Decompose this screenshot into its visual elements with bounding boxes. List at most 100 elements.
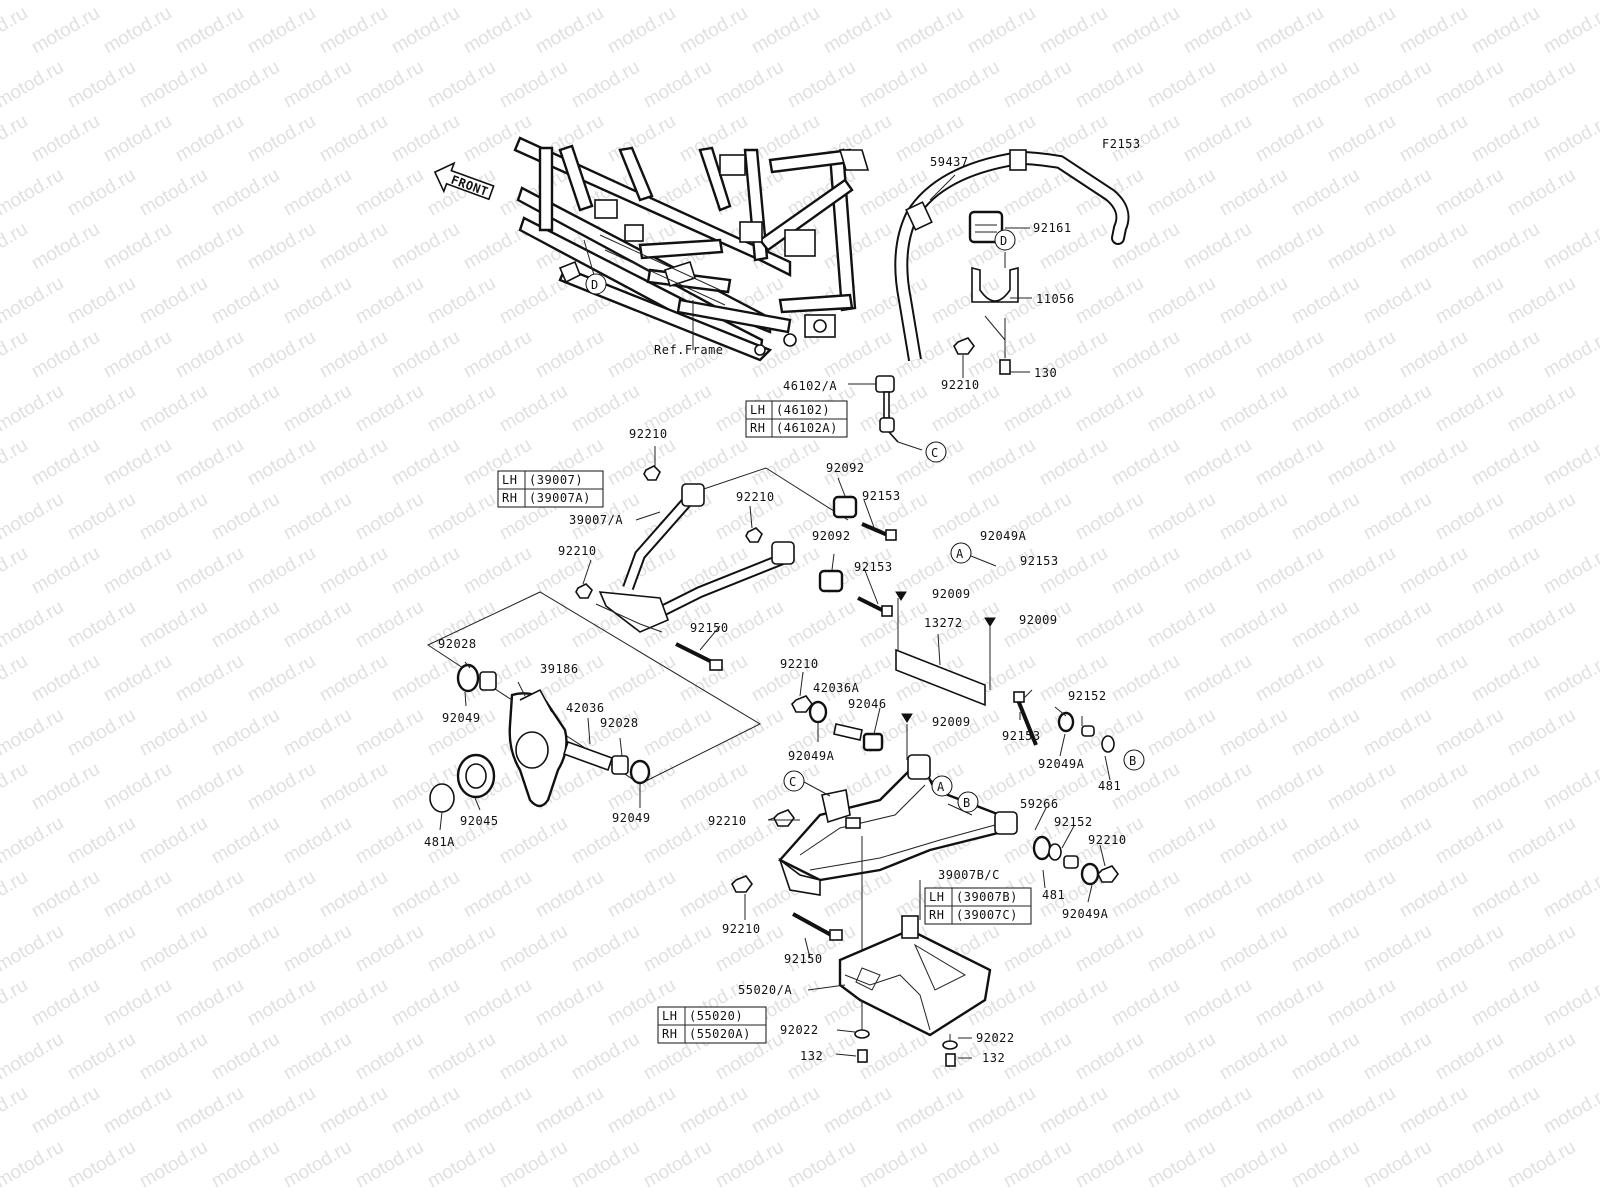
watermark-text: motod.ru — [136, 597, 211, 653]
watermark-text: motod.ru — [460, 3, 535, 59]
watermark-text: motod.ru — [1324, 975, 1399, 1031]
watermark-text: motod.ru — [1108, 867, 1183, 923]
watermark-text: motod.ru — [640, 0, 715, 4]
watermark-text: motod.ru — [496, 1137, 571, 1193]
watermark-text: motod.ru — [388, 111, 463, 167]
figure-code: F2153 — [1102, 137, 1141, 151]
svg-text:(39007): (39007) — [529, 473, 583, 487]
watermark-text: motod.ru — [136, 0, 211, 4]
watermark-text: motod.ru — [64, 597, 139, 653]
watermark-text: motod.ru — [1180, 867, 1255, 923]
watermark-text: motod.ru — [136, 165, 211, 221]
watermark-text: motod.ru — [28, 1083, 103, 1139]
watermark-text: motod.ru — [1396, 651, 1471, 707]
watermark-text: motod.ru — [1072, 273, 1147, 329]
watermark-text: motod.ru — [1252, 543, 1327, 599]
watermark-text: motod.ru — [460, 327, 535, 383]
watermark-text: motod.ru — [676, 759, 751, 815]
svg-text:LH: LH — [662, 1009, 677, 1023]
watermark-text: motod.ru — [1252, 327, 1327, 383]
watermark-text: motod.ru — [1432, 705, 1507, 761]
watermark-text: motod.ru — [64, 381, 139, 437]
watermark-text: motod.ru — [1432, 381, 1507, 437]
watermark-text: motod.ru — [1072, 489, 1147, 545]
watermark-text: motod.ru — [0, 57, 67, 113]
watermark-text: motod.ru — [1324, 435, 1399, 491]
watermark-text: motod.ru — [496, 1029, 571, 1085]
watermark-text: motod.ru — [64, 1029, 139, 1085]
watermark-text: motod.ru — [892, 435, 967, 491]
watermark-text: motod.ru — [0, 651, 31, 707]
watermark-text: motod.ru — [1360, 381, 1435, 437]
watermark-text: motod.ru — [1432, 489, 1507, 545]
watermark-text: motod.ru — [64, 0, 139, 4]
part-92153-b: 92153 — [854, 560, 893, 574]
watermark-text: motod.ru — [352, 165, 427, 221]
watermark-text: motod.ru — [712, 705, 787, 761]
ref-frame-label: Ref.Frame — [654, 343, 724, 357]
callout-b-arm: B — [957, 791, 979, 813]
part-92049A-c: 92049A — [1038, 757, 1085, 771]
watermark-text: motod.ru — [1504, 0, 1579, 4]
part-92210-e: 92210 — [1088, 833, 1127, 847]
watermark-text: motod.ru — [820, 3, 895, 59]
svg-text:D: D — [1000, 234, 1008, 248]
watermark-text: motod.ru — [316, 111, 391, 167]
part-39007BC: 39007B/C — [938, 868, 1000, 882]
watermark-text: motod.ru — [208, 0, 283, 4]
watermark-text: motod.ru — [1144, 705, 1219, 761]
table-46102: LH (46102) RH (46102A) — [745, 400, 848, 438]
watermark-text: motod.ru — [1180, 435, 1255, 491]
watermark-text: motod.ru — [1324, 543, 1399, 599]
watermark-text: motod.ru — [64, 921, 139, 977]
stabilizer-bar — [848, 149, 1130, 451]
watermark-text: motod.ru — [0, 0, 67, 4]
watermark-text: motod.ru — [1072, 1029, 1147, 1085]
part-132-a: 132 — [800, 1049, 823, 1063]
watermark-text: motod.ru — [460, 1083, 535, 1139]
watermark-text: motod.ru — [604, 3, 679, 59]
watermark-text: motod.ru — [388, 327, 463, 383]
watermark-text: motod.ru — [1108, 651, 1183, 707]
watermark-text: motod.ru — [316, 759, 391, 815]
part-39007A: 39007/A — [569, 513, 623, 527]
watermark-text: motod.ru — [136, 1137, 211, 1193]
watermark-text: motod.ru — [100, 975, 175, 1031]
watermark-text: motod.ru — [820, 1083, 895, 1139]
watermark-text: motod.ru — [0, 597, 67, 653]
watermark-text: motod.ru — [0, 1083, 31, 1139]
watermark-text: motod.ru — [1288, 0, 1363, 4]
watermark-text: motod.ru — [1432, 921, 1507, 977]
svg-text:D: D — [591, 278, 599, 292]
watermark-text: motod.ru — [712, 0, 787, 4]
lower-a-arm — [731, 671, 1119, 1000]
svg-text:C: C — [931, 446, 939, 460]
watermark-text: motod.ru — [604, 1083, 679, 1139]
watermark-text: motod.ru — [100, 651, 175, 707]
watermark-text: motod.ru — [352, 489, 427, 545]
watermark-text: motod.ru — [856, 1137, 931, 1193]
watermark-text: motod.ru — [1432, 0, 1507, 4]
watermark-text: motod.ru — [1036, 1083, 1111, 1139]
watermark-text: motod.ru — [424, 489, 499, 545]
watermark-text: motod.ru — [388, 975, 463, 1031]
callout-b-right: B — [1123, 749, 1145, 771]
watermark-text: motod.ru — [0, 111, 31, 167]
watermark-text: motod.ru — [1216, 813, 1291, 869]
watermark-text: motod.ru — [568, 1029, 643, 1085]
watermark-text: motod.ru — [1180, 1083, 1255, 1139]
watermark-text: motod.ru — [424, 57, 499, 113]
part-92022-a: 92022 — [780, 1023, 819, 1037]
watermark-text: motod.ru — [892, 3, 967, 59]
watermark-text: motod.ru — [1252, 1083, 1327, 1139]
watermark-text: motod.ru — [1216, 381, 1291, 437]
part-92009-c: 92009 — [932, 715, 971, 729]
watermark-text: motod.ru — [352, 1137, 427, 1193]
watermark-text: motod.ru — [0, 219, 31, 275]
watermark-text: motod.ru — [28, 219, 103, 275]
part-42036: 42036 — [566, 701, 605, 715]
watermark-text: motod.ru — [0, 705, 67, 761]
watermark-text: motod.ru — [496, 921, 571, 977]
watermark-text: motod.ru — [352, 273, 427, 329]
watermark-text: motod.ru — [964, 3, 1039, 59]
